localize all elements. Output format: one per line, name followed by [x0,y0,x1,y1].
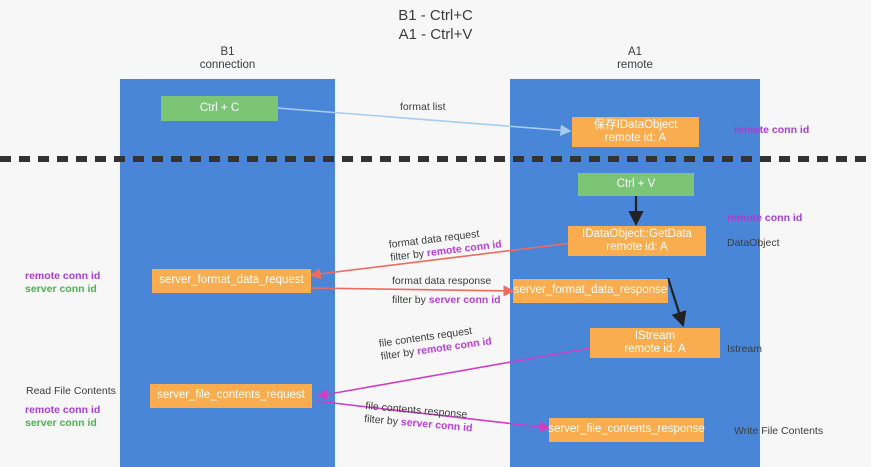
node-server-file-contents-response[interactable]: server_file_contents_response [548,418,705,442]
side-label-dataobject: DataObject [727,237,780,249]
side-label-left-server-conn-id-mid: server conn id [25,283,97,295]
node-istream[interactable]: IStream remote id: A [590,328,720,358]
side-label-remote-conn-id-top: remote conn id [734,124,810,136]
edge-label-format-data-response-filter: filter by server conn id [392,294,501,306]
edge-label-format-data-response: format data response [392,275,492,287]
lane-caption-b1: B1 connection [199,46,256,71]
side-label-remote-conn-id-mid: remote conn id [727,212,803,224]
hl-server-conn-id: server conn id [428,294,501,306]
lane-caption-a1: A1 remote [617,46,653,71]
edge-label-format-data-response-group: format data response filter by server co… [392,274,501,308]
edge-file-contents-response [315,400,551,433]
node-server-file-contents-request[interactable]: server_file_contents_request [150,384,312,408]
edge-format-data-response [310,285,515,297]
side-label-left-server-conn-id-bottom: server conn id [25,417,97,429]
edge-format-list [276,107,572,136]
edge-file-contents-request [316,347,591,400]
node-save-idataobject[interactable]: 保存IDataObject remote id: A [572,117,699,147]
node-ctrl-v[interactable]: Ctrl + V [578,173,694,196]
node-ctrl-c[interactable]: Ctrl + C [161,96,278,121]
node-server-format-data-request[interactable]: server_format_data_request [152,269,311,293]
edge-format-data-request [309,242,573,280]
side-label-write-file-contents: Write File Contents [734,425,824,437]
edge-response-to-istream [666,277,687,328]
node-idataobject-getdata[interactable]: IDataObject::GetData remote id: A [568,226,706,256]
node-server-format-data-response[interactable]: server_format_data_response [513,279,668,303]
edge-label-format-list: format list [400,101,446,113]
page-title: B1 - Ctrl+C A1 - Ctrl+V [398,7,473,43]
side-label-left-remote-conn-id-mid: remote conn id [25,270,101,282]
side-label-left-remote-conn-id-bottom: remote conn id [25,404,101,416]
side-label-read-file-contents: Read File Contents [26,385,116,397]
section-divider [0,156,871,162]
side-label-istream: Istream [727,343,763,355]
